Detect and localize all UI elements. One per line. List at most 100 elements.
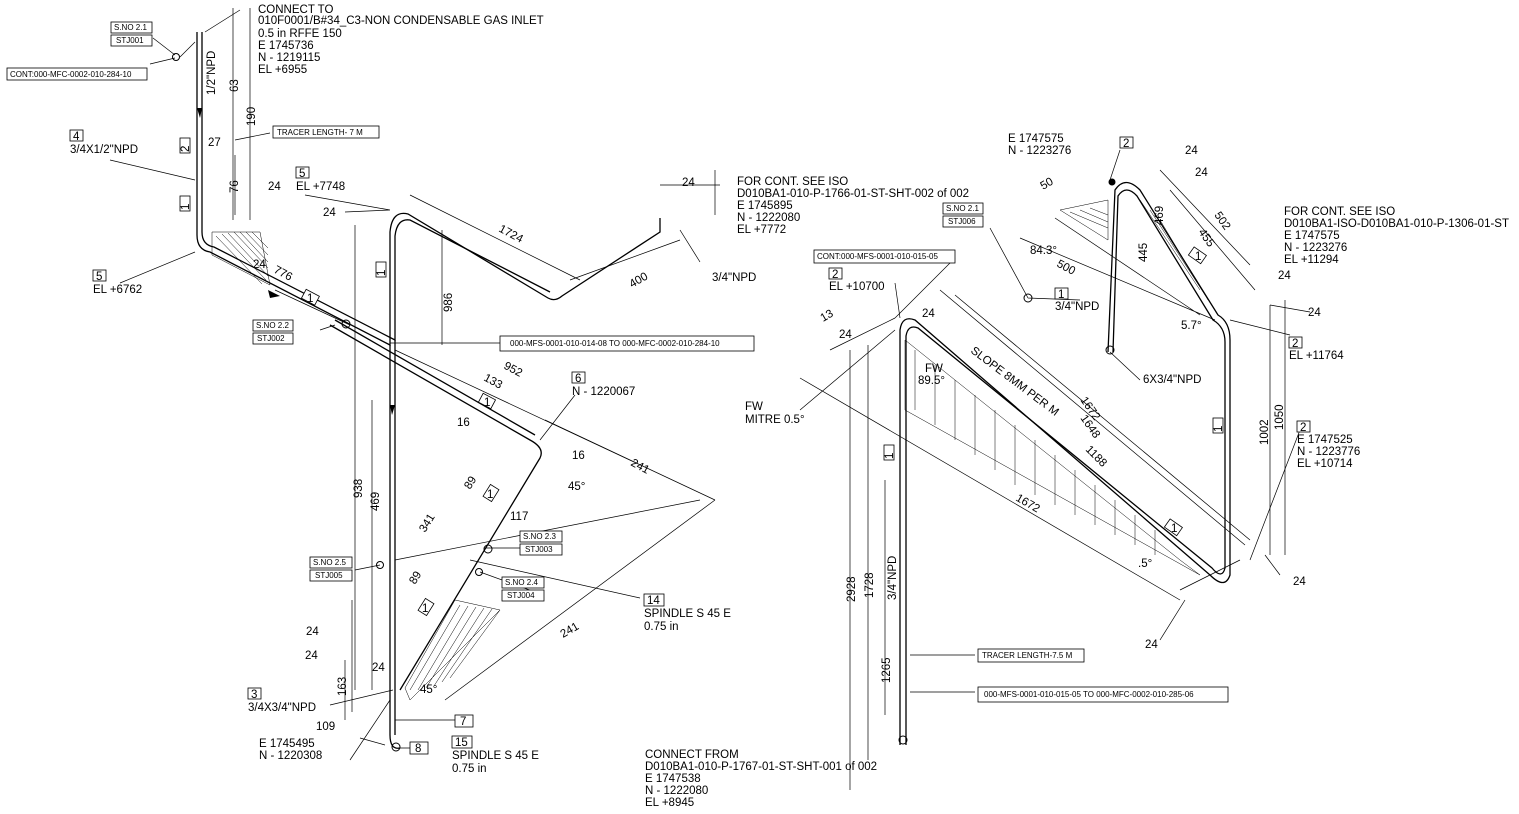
dim-952: 952 [502, 360, 525, 380]
dim-469: 469 [370, 492, 382, 511]
fw-mitre-2: MITRE 0.5° [745, 414, 805, 426]
left-pipe-route-2 [201, 32, 551, 342]
item6-text: N - 1220067 [572, 386, 635, 398]
dim-1002: 1002 [1259, 419, 1271, 445]
dim-1265: 1265 [881, 657, 893, 683]
tag-sno-22: S.NO 2.2 [256, 321, 289, 330]
item7-num: 7 [460, 716, 466, 728]
tag-sno-25: S.NO 2.5 [313, 558, 346, 567]
dim-5deg: .5° [1138, 558, 1152, 570]
for-cont-north-left: N - 1222080 [737, 212, 800, 224]
left-leaders [109, 9, 701, 761]
dim-24-rd: 24 [1308, 307, 1321, 319]
dim-455: 455 [1196, 227, 1217, 250]
dim-24-f: 24 [305, 650, 318, 662]
right-pipe-route-2 [905, 189, 1226, 745]
connect-to-elev: EL +6955 [258, 64, 307, 76]
dim-2928: 2928 [846, 576, 858, 602]
dim-938: 938 [353, 479, 365, 498]
tag-stj004: STJ004 [507, 591, 535, 600]
dim-24-d: 24 [682, 177, 695, 189]
spool-mark-right-3: 1 [884, 453, 896, 459]
spool-mark-left-7: 1 [422, 603, 428, 615]
for-cont-title-right: FOR CONT. SEE ISO [1284, 206, 1395, 218]
dim-57: 5.7° [1181, 320, 1202, 332]
spool-mark-left-4: 1 [307, 293, 313, 305]
connect-to-flange: 0.5 in RFFE 150 [258, 28, 342, 40]
dim-1724: 1724 [497, 223, 526, 246]
spool-mark-right-4: 1 [1171, 523, 1177, 535]
tag-stj006: STJ006 [948, 217, 976, 226]
right-fittings [898, 178, 1116, 745]
left-isometric: CONNECT TO 010F0001/B#34_C3-NON CONDENSA… [6, 4, 969, 775]
dim-117: 117 [510, 511, 528, 523]
dim-190: 190 [246, 107, 258, 126]
item14-num: 14 [647, 595, 660, 607]
dim-45-a: 45° [568, 481, 585, 493]
item15-text: SPINDLE S 45 E [452, 750, 539, 762]
dim-241-a: 241 [629, 457, 652, 477]
left-hatch-2 [404, 599, 501, 701]
for-cont-title-left: FOR CONT. SEE ISO [737, 176, 848, 188]
left-fittings [172, 53, 493, 752]
spool-mark-left-6: 1 [487, 489, 493, 501]
npd-6x34: 6X3/4"NPD [1143, 374, 1201, 386]
dim-50: 50 [1039, 176, 1056, 193]
dim-16-a: 16 [457, 417, 470, 429]
dim-109: 109 [316, 721, 335, 733]
line-ref-right: 000-MFS-0001-010-015-05 TO 000-MFC-0002-… [984, 690, 1194, 699]
right-dim-lines [799, 169, 1286, 790]
item5b-text: EL +7748 [296, 181, 345, 193]
right-hatch-1 [904, 339, 1201, 576]
for-cont-north-right: N - 1223276 [1284, 242, 1347, 254]
item5b-num: 5 [299, 168, 305, 180]
tag-stj002: STJ002 [257, 334, 285, 343]
spool-mark-right-1: 1 [1195, 251, 1201, 263]
dim-16-b: 16 [572, 450, 585, 462]
dim-986: 986 [443, 293, 455, 312]
dim-341: 341 [417, 512, 437, 535]
item14-text: SPINDLE S 45 E [644, 608, 731, 620]
dim-400: 400 [628, 271, 651, 291]
dim-89-a: 89 [462, 474, 479, 491]
dim-24-rf: 24 [922, 308, 935, 320]
spool-mark-right-2: 1 [1213, 426, 1225, 432]
item5a-text: EL +6762 [93, 284, 142, 296]
for-cont-elev-left: EL +7772 [737, 224, 786, 236]
spool-mark-left-1: 2 [180, 146, 192, 152]
npd-34-label-left: 3/4"NPD [712, 272, 756, 284]
dim-163: 163 [337, 677, 349, 696]
connect-to-line: 010F0001/B#34_C3-NON CONDENSABLE GAS INL… [258, 15, 544, 27]
item2b-num: 2 [1292, 338, 1298, 350]
dim-445: 445 [1138, 243, 1150, 262]
dim-24-c: 24 [253, 259, 266, 271]
connect-from-title: CONNECT FROM [645, 749, 739, 761]
dim-13: 13 [819, 308, 836, 325]
item2b-text: EL +11764 [1289, 350, 1344, 362]
tag-sno-23: S.NO 2.3 [523, 532, 556, 541]
item1-num: 1 [1058, 289, 1064, 301]
dim-24-e: 24 [306, 626, 319, 638]
left-dim-lines [232, 8, 720, 720]
connect-to-north: N - 1219115 [258, 52, 320, 64]
fw-895-1: FW [925, 363, 943, 375]
item8-num: 8 [415, 743, 421, 755]
dim-89-b: 89 [407, 569, 424, 586]
dim-1672-b: 1672 [1014, 492, 1042, 515]
left-hatch-1 [211, 231, 271, 286]
dim-843: 84.3° [1030, 245, 1057, 257]
fw-895-2: 89.5° [918, 375, 945, 387]
right-top-num: 2 [1123, 138, 1129, 150]
left-pipe-route [196, 32, 661, 347]
for-cont-iso-left: D010BA1-010-P-1766-01-ST-SHT-002 of 002 [737, 188, 969, 200]
for-cont-iso-right: D010BA1-ISO-D010BA1-010-P-1306-01-ST [1284, 218, 1509, 230]
connect-to-east: E 1745736 [258, 40, 314, 52]
item2c-elev: EL +10714 [1297, 458, 1353, 470]
dim-24-re: 24 [839, 329, 852, 341]
spool-mark-left-5: 1 [484, 397, 490, 409]
dim-776: 776 [272, 264, 295, 284]
dim-241-b: 241 [559, 621, 582, 641]
connect-from-east: E 1747538 [645, 773, 701, 785]
dim-24-a: 24 [268, 181, 281, 193]
tracer-length-right: TRACER LENGTH-7.5 M [982, 651, 1073, 660]
